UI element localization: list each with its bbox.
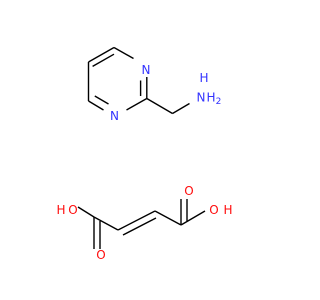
oh-bond [77, 206, 95, 218]
butenedioic-acid: O H O O O H [56, 184, 232, 262]
alkene-double-bond [122, 217, 157, 236]
carbon-bond [93, 216, 119, 231]
left-hydroxyl-hydrogen-label: H [56, 203, 65, 217]
amine-nitrogen-label: N [197, 91, 206, 105]
amine-bond [172, 102, 190, 115]
structure-canvas: N N N H H 2 O H O O O H [56, 46, 233, 262]
alkene-bond [117, 210, 156, 231]
right-carbonyl-oxygen-label: O [184, 184, 193, 198]
right-hydroxyl-oxygen-label: O [209, 203, 218, 217]
ring-bond [126, 97, 148, 111]
ring-bond [88, 46, 115, 63]
ring-bond [113, 46, 134, 60]
amine-subscript-label: 2 [216, 97, 222, 107]
amine-hydrogen-label: H [206, 91, 215, 105]
amine-hydrogen-label: H [199, 71, 208, 85]
left-carbonyl-oxygen-label: O [96, 248, 105, 262]
left-hydroxyl-oxygen-label: O [68, 203, 77, 217]
pyrimidine-methanamine: N N N H H 2 [87, 46, 222, 123]
ring-nitrogen-label: N [110, 109, 119, 123]
oh-bond [180, 210, 206, 226]
right-hydroxyl-hydrogen-label: H [223, 203, 232, 217]
ring-bond [88, 100, 104, 111]
carbon-bond [154, 210, 182, 226]
ch2-bond [146, 97, 173, 115]
ring-nitrogen-label: N [142, 63, 151, 77]
ring-double-bond-inner [94, 95, 109, 105]
ring-double-bond-inner [92, 53, 115, 68]
